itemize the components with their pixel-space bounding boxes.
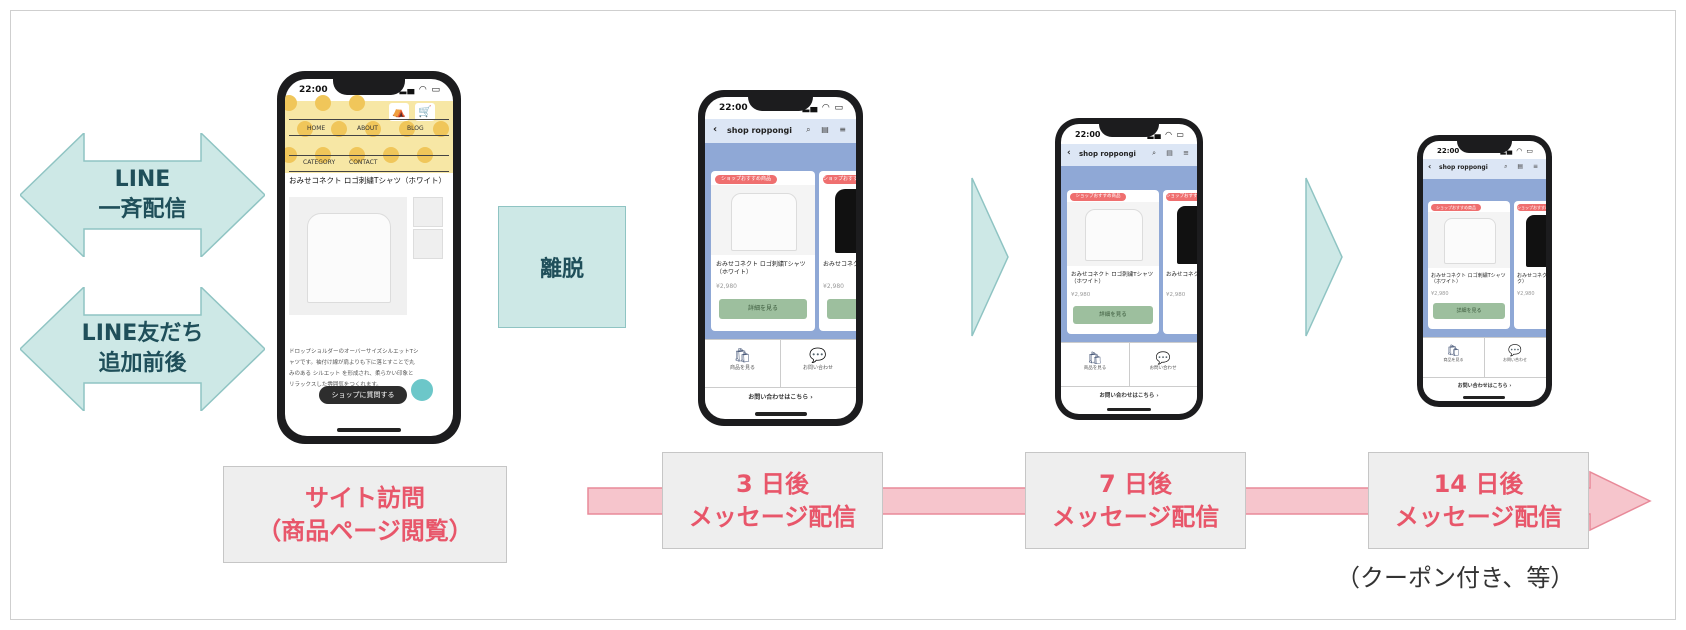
shop-question-button[interactable]: ショップに質問する xyxy=(319,386,407,404)
site-visit-line1: サイト訪問 xyxy=(305,483,425,512)
figure-frame xyxy=(10,10,1676,620)
dropout-box: 離脱 xyxy=(498,206,626,328)
signal-icons: ▂▄ ◠ ▭ xyxy=(399,85,441,95)
product-image xyxy=(289,197,407,315)
nav-category[interactable]: CATEGORY xyxy=(303,159,336,166)
website-phone: 22:00 ▂▄ ◠ ▭ ⛺ 🛒 HOME ABOUT BLOG xyxy=(277,71,461,444)
nav-about[interactable]: ABOUT xyxy=(357,125,378,132)
line-phone-day7: 22:00▂▄ ◠ ▭ ‹ shop roppongi ⌕ ▤ ≡ ショップおす… xyxy=(1055,118,1203,420)
product-card[interactable]: ショップおすすめ商品 おみせコネクト（ブラック） ¥2,980 xyxy=(1163,190,1197,334)
step-day: 3 日後 xyxy=(735,469,810,498)
phone-notch xyxy=(333,79,405,95)
site-visit-box: サイト訪問 （商品ページ閲覧） xyxy=(223,466,507,563)
chevron-icon xyxy=(1305,177,1343,337)
line-broadcast-arrow: LINE 一斉配信 xyxy=(20,133,265,257)
double-arrow-icon xyxy=(20,133,265,257)
site-visit-line2: （商品ページ閲覧） xyxy=(257,516,473,545)
inquiry-footer[interactable]: お問い合わせはこちら › xyxy=(705,387,856,408)
friend-add-line1: LINE友だち xyxy=(81,321,204,346)
step-box-day3: 3 日後 メッセージ配信 xyxy=(662,452,883,549)
thumbnail[interactable] xyxy=(413,229,443,259)
home-indicator xyxy=(337,428,401,432)
step-label: メッセージ配信 xyxy=(1394,502,1563,531)
step-label: メッセージ配信 xyxy=(688,502,857,531)
website-screen: 22:00 ▂▄ ◠ ▭ ⛺ 🛒 HOME ABOUT BLOG xyxy=(285,79,453,436)
black-tshirt-image xyxy=(835,189,856,253)
line-broadcast-label: LINE 一斉配信 xyxy=(20,165,265,225)
back-chevron-icon[interactable]: ‹ xyxy=(713,124,718,135)
step-box-day7: 7 日後 メッセージ配信 xyxy=(1025,452,1246,549)
nav-contact[interactable]: CONTACT xyxy=(349,159,378,166)
double-arrow-icon xyxy=(20,287,265,411)
menu-products[interactable]: 🛍商品を見る xyxy=(705,340,781,388)
line-broadcast-line1: LINE xyxy=(114,167,171,192)
product-card[interactable]: ショップおすすめ商品 おみせコネクト（ブラック） ¥2,980 xyxy=(1514,201,1546,329)
product-card[interactable]: ショップおすすめ商品 おみせコネクト ロゴ刺繍Tシャツ（ホワイト） ¥2,980… xyxy=(1067,190,1159,334)
friend-add-arrow: LINE友だち 追加前後 xyxy=(20,287,265,411)
white-tshirt-image xyxy=(307,213,391,303)
product-card[interactable]: ショップおすすめ商品 おみせコネクト（ブラック） ¥2,980 xyxy=(819,171,856,331)
product-card[interactable]: ショップおすすめ商品 おみせコネクト ロゴ刺繍Tシャツ（ホワイト） ¥2,980… xyxy=(711,171,815,331)
status-time: 22:00 xyxy=(299,85,328,95)
status-bar: 22:00 ▂▄ ◠ ▭ xyxy=(285,79,453,101)
product-title: おみせコネクト ロゴ刺繍Tシャツ（ホワイト） xyxy=(289,176,446,185)
friend-add-label: LINE友だち 追加前後 xyxy=(20,319,265,379)
site-header: ⛺ 🛒 HOME ABOUT BLOG CATEGORY CONTACT xyxy=(285,95,453,173)
line-broadcast-line2: 一斉配信 xyxy=(98,197,187,222)
menu-contact[interactable]: 💬お問い合わせ xyxy=(780,340,856,388)
detail-button[interactable]: 詳細を見る xyxy=(719,299,807,319)
step-box-day14: 14 日後 メッセージ配信 xyxy=(1368,452,1589,549)
line-phone-day3: 22:00▂▄ ◠ ▭ ‹ shop roppongi ⌕ ▤ ≡ ショップおす… xyxy=(698,90,863,426)
step-day: 14 日後 xyxy=(1433,469,1524,498)
step-label: メッセージ配信 xyxy=(1051,502,1220,531)
friend-add-line2: 追加前後 xyxy=(98,351,187,376)
header-icons[interactable]: ⌕ ▤ ≡ xyxy=(806,125,850,134)
coupon-note: （クーポン付き、等） xyxy=(1336,564,1575,592)
chatbot-icon[interactable] xyxy=(409,377,435,403)
step-day: 7 日後 xyxy=(1098,469,1173,498)
thumbnail[interactable] xyxy=(413,197,443,227)
line-phone-day14: 22:00▂▄ ◠ ▭ ‹ shop roppongi ⌕ ▤ ≡ ショップおす… xyxy=(1417,135,1552,407)
shop-name: shop roppongi xyxy=(727,126,793,135)
chevron-icon xyxy=(971,177,1009,337)
nav-home[interactable]: HOME xyxy=(307,125,326,132)
product-description: ドロップショルダーのオーバーサイズシルエットTシャツです。袖付け線が肩よりも下に… xyxy=(289,349,419,388)
rich-menu: 🛍商品を見る 💬お問い合わせ xyxy=(705,339,856,388)
tent-icon[interactable]: ⛺ xyxy=(389,103,409,121)
dropout-label: 離脱 xyxy=(539,257,584,282)
cart-icon[interactable]: 🛒 xyxy=(415,103,435,121)
nav-blog[interactable]: BLOG xyxy=(407,125,424,132)
product-card[interactable]: ショップおすすめ商品 おみせコネクト ロゴ刺繍Tシャツ（ホワイト） ¥2,980… xyxy=(1428,201,1510,329)
